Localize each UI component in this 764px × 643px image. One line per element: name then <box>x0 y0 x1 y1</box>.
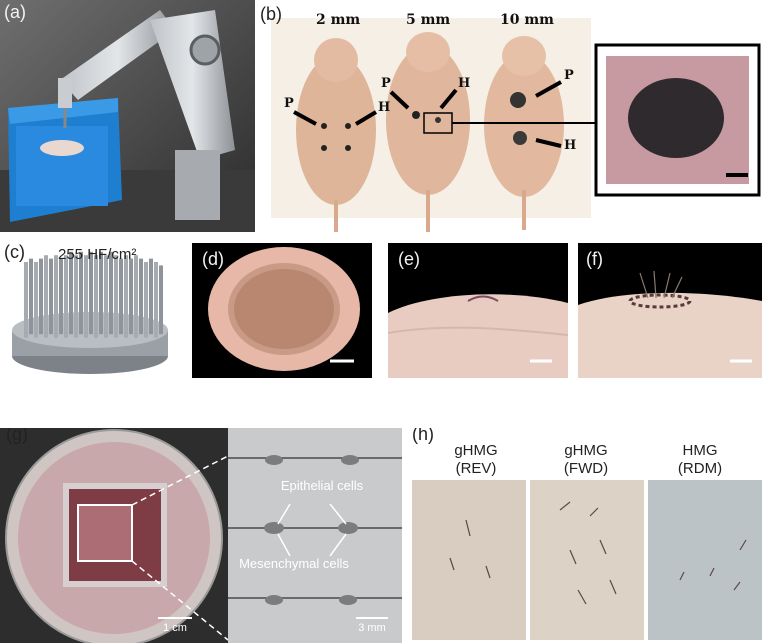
pillar <box>144 275 148 338</box>
panel-label-b: (b) <box>260 4 282 24</box>
marker-h-2: H <box>458 76 471 91</box>
pillar-array-model <box>0 238 178 378</box>
pillar <box>104 275 108 338</box>
panel-e-photo: (e) <box>388 243 568 378</box>
mice-illustration <box>256 0 764 232</box>
panel-label-c: (c) <box>4 242 25 262</box>
panel-label-g: (g) <box>6 428 28 444</box>
mesenchymal-cells-label: Mesenchymal cells <box>239 556 349 571</box>
pillar <box>39 272 43 335</box>
group-caption-1: gHMG (REV) <box>436 442 516 478</box>
marker-p-3: P <box>564 68 574 83</box>
pillar <box>149 272 153 335</box>
hair-growth-photos <box>412 480 762 640</box>
size-label-10mm: 10 mm <box>500 12 554 28</box>
pillar <box>159 272 163 335</box>
group-2-line2: (FWD) <box>563 460 609 477</box>
pillar <box>84 275 88 338</box>
pillar <box>34 275 38 338</box>
group-2-line1: gHMG <box>564 442 608 459</box>
group-1-line1: gHMG <box>454 442 498 459</box>
skin-graft-f-illustration <box>578 270 762 378</box>
pillar <box>64 275 68 338</box>
pillar <box>89 272 93 335</box>
panel-label-f: (f) <box>586 249 603 269</box>
panel-g: (g) Epithelial cells Mesenchymal cells 1… <box>0 428 402 643</box>
pillar <box>124 275 128 338</box>
panel-c: (c) 255 HF/cm² <box>0 238 178 378</box>
pillar <box>154 275 158 338</box>
culture-cup-illustration <box>208 247 360 371</box>
pillar <box>49 272 53 335</box>
density-label: 255 HF/cm² <box>58 246 137 263</box>
pillar <box>59 272 63 335</box>
pillar <box>24 275 28 338</box>
marker-h-3: H <box>564 138 577 153</box>
pillar <box>54 275 58 338</box>
panel-a-photo: (a) <box>0 0 255 232</box>
pillar <box>119 272 123 335</box>
panel-label-h: (h) <box>412 428 434 444</box>
pillar <box>99 272 103 335</box>
panel-label-a: (a) <box>4 2 26 22</box>
marker-p-2: P <box>381 76 391 91</box>
panel-label-e: (e) <box>398 249 420 269</box>
size-label-5mm: 5 mm <box>406 12 451 28</box>
pillar <box>94 275 98 338</box>
group-3-line2: (RDM) <box>677 460 723 477</box>
pillar <box>109 272 113 335</box>
pillar <box>29 272 33 335</box>
robot-arm-illustration <box>0 0 255 232</box>
group-1-line2: (REV) <box>455 460 497 477</box>
group-caption-3: HMG (RDM) <box>660 442 740 478</box>
pillar <box>44 275 48 338</box>
pillar-group <box>24 251 163 338</box>
group-caption-2: gHMG (FWD) <box>546 442 626 478</box>
pillar <box>129 272 133 335</box>
pillar <box>114 275 118 338</box>
size-label-2mm: 2 mm <box>316 12 361 28</box>
panel-d-photo: (d) <box>192 243 372 378</box>
panel-f-photo: (f) <box>578 243 762 378</box>
pillar <box>139 272 143 335</box>
epithelial-cells-label: Epithelial cells <box>280 478 364 493</box>
skin-graft-e-illustration <box>388 294 568 378</box>
pillar <box>74 275 78 338</box>
marker-h-1: H <box>378 100 391 115</box>
pillar <box>69 272 73 335</box>
culture-dish-illustration <box>0 428 402 643</box>
pillar <box>134 275 138 338</box>
panel-label-d: (d) <box>202 249 224 269</box>
marker-p-1: P <box>284 96 294 111</box>
panel-h: (h) gHMG (REV) gHMG (FWD) HMG (RDM) <box>410 428 764 643</box>
scale-label-3mm: 3 mm <box>358 622 386 634</box>
scale-label-1cm: 1 cm <box>163 622 187 634</box>
panel-b: (b) 2 mm 5 mm 10 mm P H P H P H <box>256 0 764 232</box>
pillar <box>79 272 83 335</box>
group-3-line1: HMG <box>682 442 718 459</box>
